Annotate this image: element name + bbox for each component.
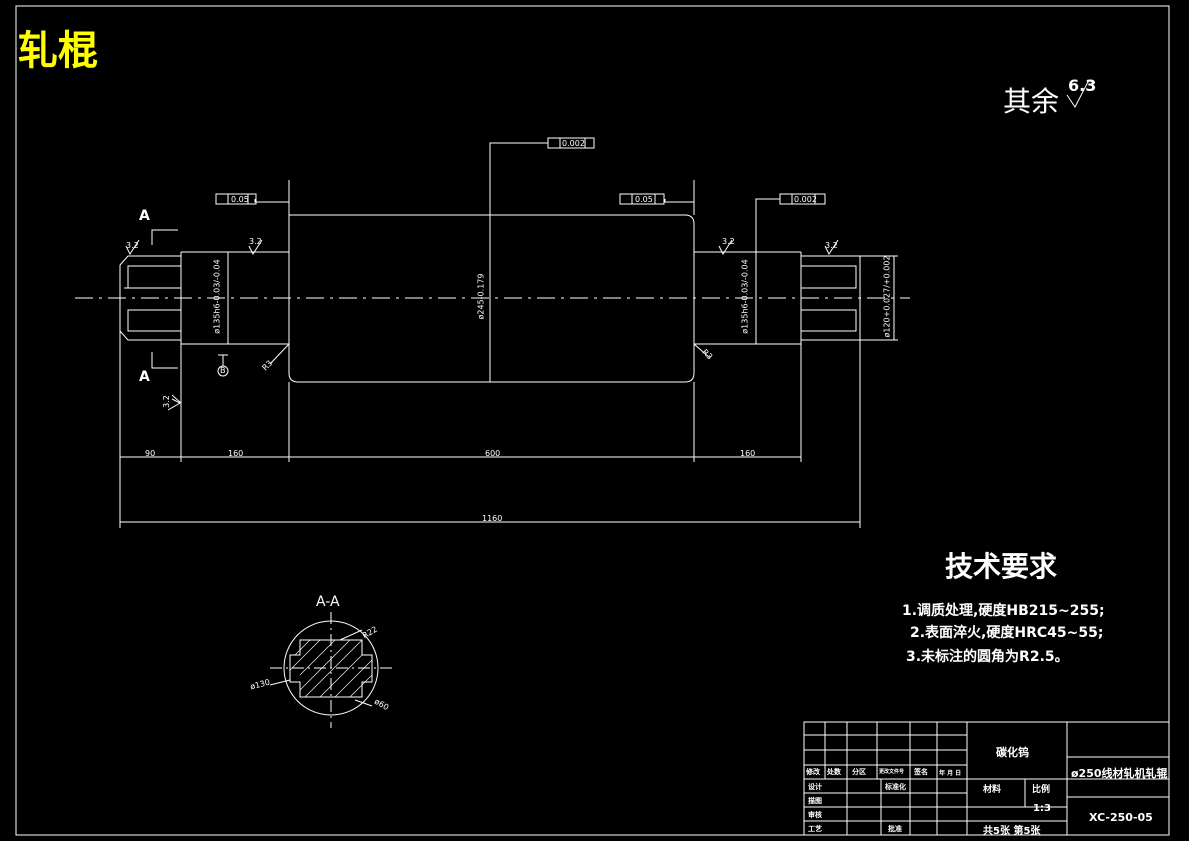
tb-row-design: 设计 [808, 783, 822, 791]
tb-material: 碳化钨 [996, 746, 1029, 759]
length-end: 90 [145, 449, 156, 458]
requirement-1: 1.调质处理,硬度HB215~255; [902, 603, 1105, 619]
tolerance-frames [215, 137, 826, 205]
shaft-outline [75, 142, 910, 528]
section-marker-top: A [139, 208, 150, 224]
tb-code: XC-250-05 [1089, 811, 1153, 824]
border-frame [15, 5, 1170, 836]
tb-row-standard: 标准化 [885, 783, 906, 791]
length-journal-left: 160 [228, 449, 244, 458]
roughness-2: 3.2 [249, 237, 262, 246]
section-label: A-A [316, 594, 340, 610]
tb-head-1: 修改 [806, 768, 820, 776]
section-view [269, 612, 395, 728]
roughness-symbols [125, 79, 1090, 411]
drawing-title: 轧棍 [18, 28, 98, 74]
tol-right: 0.05 [635, 195, 653, 204]
tb-head-3: 分区 [852, 768, 866, 776]
tb-head-4: 更改文件号 [879, 769, 905, 775]
tol-center: 0.002 [562, 139, 585, 148]
tb-scale-label: 比例 [1032, 785, 1051, 795]
tb-head-6: 年 月 日 [939, 770, 962, 777]
requirement-3: 3.未标注的圆角为R2.5。 [906, 649, 1069, 665]
tb-row-review: 审核 [808, 811, 822, 819]
tb-row-approve: 批准 [888, 825, 902, 833]
tol-far-right: 0.002 [794, 195, 817, 204]
requirement-2: 2.表面淬火,硬度HRC45~55; [910, 625, 1104, 641]
tb-row-draw: 描图 [808, 797, 822, 805]
roughness-3: 3.2 [722, 237, 735, 246]
section-marker-bottom: A [139, 369, 150, 385]
surface-rest-label: 其余 [1003, 85, 1060, 118]
tb-row-process: 工艺 [808, 825, 822, 833]
length-journal-right: 160 [740, 449, 756, 458]
tb-name: ø250线材轧机轧辊 [1071, 767, 1168, 780]
tb-head-5: 签名 [914, 768, 928, 776]
tb-head-2: 处数 [827, 768, 841, 776]
surface-rest-value: 6.3 [1068, 76, 1097, 95]
roughness-4: 3.2 [825, 241, 838, 250]
roughness-1: 3.2 [126, 241, 139, 250]
length-body: 600 [485, 449, 501, 458]
tol-left: 0.05 [231, 195, 249, 204]
tech-requirements-title: 技术要求 [945, 550, 1058, 583]
tb-sheets: 共5张 第5张 [983, 826, 1041, 837]
tb-scale: 1:3 [1033, 803, 1051, 814]
length-total: 1160 [482, 514, 503, 523]
tb-material-label: 材料 [983, 785, 1002, 795]
datum-label: B [220, 366, 226, 375]
